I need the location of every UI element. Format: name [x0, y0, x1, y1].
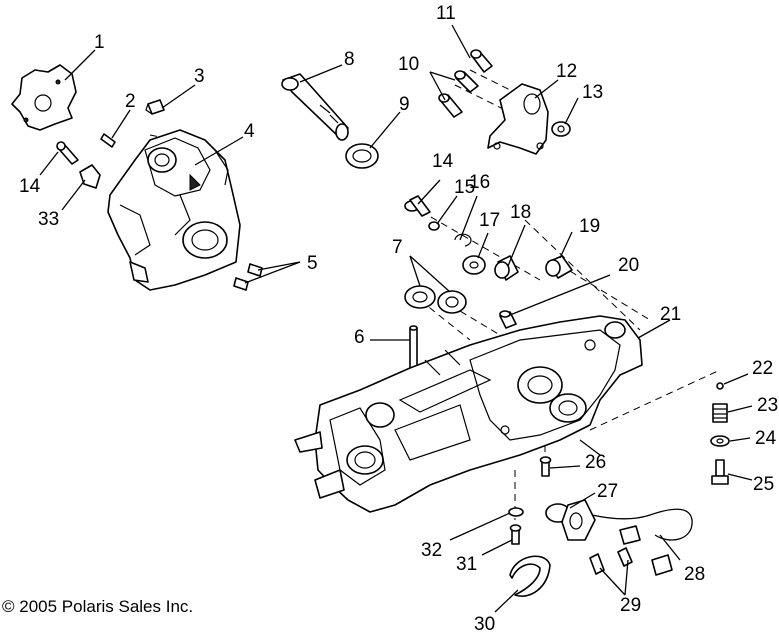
callout-10: 10 [398, 54, 419, 75]
part-25-bolt [711, 459, 729, 485]
part-13-nut [551, 121, 571, 137]
part-21-crankcase [294, 315, 643, 513]
part-15-washer [428, 221, 440, 231]
copyright-notice: © 2005 Polaris Sales Inc. [2, 597, 193, 616]
part-19-bushing [545, 255, 573, 279]
callout-4: 4 [244, 121, 255, 142]
part-32-washer [508, 507, 524, 517]
callout-8: 8 [344, 49, 355, 70]
callout-25: 25 [753, 474, 774, 495]
callout-12: 12 [556, 61, 577, 82]
part-14-bolt-left [56, 141, 79, 165]
part-6-stud [409, 325, 418, 369]
part-9-seal [345, 143, 379, 169]
part-5-dowels [233, 263, 263, 291]
callout-28: 28 [684, 564, 705, 585]
part-24-washer [710, 435, 730, 447]
callout-20: 20 [618, 255, 639, 276]
part-30-clamp [509, 555, 551, 597]
part-17-washer [462, 255, 486, 275]
part-14-bolt-right [404, 195, 431, 217]
part-1-gasket-plate [11, 64, 77, 131]
callout-32: 32 [421, 540, 442, 561]
callout-24: 24 [755, 428, 777, 449]
callout-14-right: 14 [432, 151, 454, 172]
callout-31: 31 [456, 554, 477, 575]
callout-1: 1 [94, 32, 105, 53]
callout-15: 15 [454, 177, 475, 198]
part-10-bolts [438, 70, 479, 118]
callout-18: 18 [510, 202, 531, 223]
callout-27: 27 [597, 481, 618, 502]
callout-7: 7 [392, 237, 403, 258]
part-20-dowel [499, 310, 517, 329]
part-3-block [145, 99, 165, 115]
callout-17: 17 [479, 210, 500, 231]
callout-5: 5 [307, 253, 318, 274]
part-26-bolt [539, 456, 552, 477]
part-7-bearings [404, 285, 467, 314]
callout-23: 23 [757, 395, 778, 416]
callout-16: 16 [469, 172, 490, 193]
part-18-bushing [494, 255, 519, 281]
leader-lines [39, 24, 753, 613]
callout-11: 11 [436, 3, 456, 24]
part-23-spring [712, 403, 728, 423]
callout-30: 30 [474, 614, 495, 633]
callout-3: 3 [194, 66, 205, 87]
part-8-shaft [281, 73, 349, 141]
callout-19: 19 [579, 216, 600, 237]
part-16-clip [454, 233, 472, 247]
callout-13: 13 [582, 82, 603, 103]
callout-14-left: 14 [19, 176, 41, 197]
part-4-housing [107, 129, 241, 291]
part-11-bolt [470, 49, 493, 73]
callout-6: 6 [354, 327, 365, 348]
part-29-screws [589, 547, 633, 575]
callout-9: 9 [399, 94, 410, 115]
part-28-sensor [561, 499, 693, 576]
part-22-ball [716, 382, 724, 390]
part-12-bracket [487, 83, 549, 155]
callout-33: 33 [38, 209, 59, 230]
callout-labels: 1 2 3 4 5 6 7 8 9 10 11 12 13 14 14 15 1… [19, 3, 778, 633]
part-31-screw [509, 524, 522, 545]
callout-22: 22 [752, 358, 773, 379]
callout-29: 29 [620, 595, 641, 616]
callout-21: 21 [660, 304, 681, 325]
part-2-pin [100, 133, 116, 148]
callout-26: 26 [585, 452, 606, 473]
callout-2: 2 [125, 91, 136, 112]
part-33-clip [79, 164, 101, 189]
